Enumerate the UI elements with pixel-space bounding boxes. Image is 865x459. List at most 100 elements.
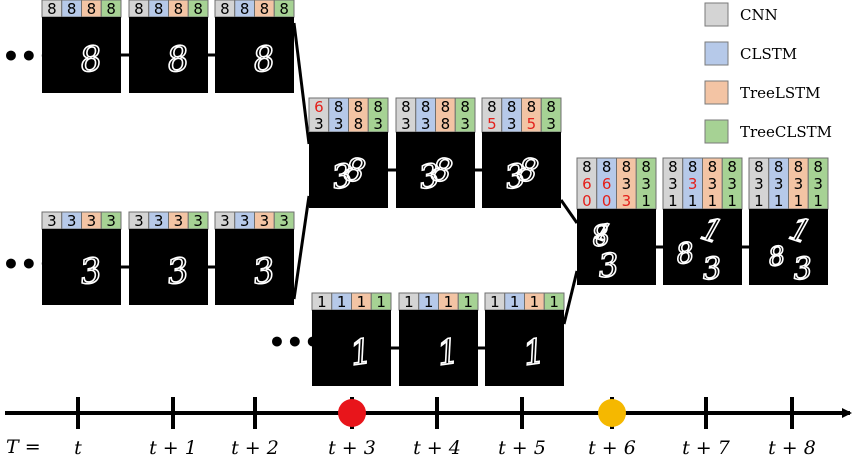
prediction-digit: 3 [373,115,383,133]
merge-r1-t2-m-t3 [292,22,311,145]
prediction-digit: 8 [441,115,451,133]
prediction-digit: 8 [460,98,470,116]
prediction-digit: 3 [154,212,164,230]
digit-image [663,209,742,285]
prediction-digit: 3 [87,212,97,230]
prediction-digit: 8 [67,0,77,18]
prediction-digit: 3 [220,212,230,230]
prediction-digit: 3 [106,212,116,230]
prediction-digit: 8 [260,0,270,18]
prediction-digit: 1 [357,293,367,311]
prediction-digit: 8 [220,0,230,18]
prediction-digit: 3 [668,175,678,193]
prediction-digit: 8 [47,0,57,18]
prediction-digit: 1 [754,192,764,210]
prediction-digit: 3 [279,212,289,230]
prediction-digit: 8 [334,98,344,116]
event-marker-event_yellow [598,399,626,427]
prediction-digit: 1 [444,293,454,311]
merge-one-t5-f-t6 [562,270,579,325]
prediction-digit: 1 [376,293,386,311]
prediction-digit: 3 [174,212,184,230]
prediction-digit: 8 [441,98,451,116]
digit-image [396,132,475,208]
prediction-digit: 8 [622,158,632,176]
prediction-digit: 3 [754,175,764,193]
prediction-digit: 3 [641,175,651,193]
prediction-digit: 1 [463,293,473,311]
prediction-digit: 8 [602,158,612,176]
ellipsis-row1: ••• [2,40,56,73]
tick-label: t + 1 [149,437,197,459]
ellipsis-row2: ••• [2,248,56,281]
prediction-digit: 8 [527,98,537,116]
prediction-digit: 8 [421,98,431,116]
digit-image [485,310,564,386]
prediction-digit: 3 [260,212,270,230]
prediction-digit: 1 [424,293,434,311]
prediction-digit: 3 [334,115,344,133]
prediction-digit: 3 [67,212,77,230]
prediction-digit: 0 [602,192,612,210]
prediction-digit: 8 [487,98,497,116]
prediction-digit: 8 [279,0,289,18]
prediction-digit: 8 [794,158,804,176]
tick-label: t + 7 [682,437,731,459]
prediction-digit: 1 [404,293,414,311]
prediction-digit: 8 [354,115,364,133]
prediction-digit: 8 [688,158,698,176]
prediction-digit: 6 [314,98,324,116]
prediction-digit: 1 [337,293,347,311]
prediction-digit: 1 [549,293,559,311]
digit-image [312,310,391,386]
legend-swatch-treeclstm [704,119,729,144]
digit-image [215,17,294,93]
digit-image [399,310,478,386]
timeline-events [338,399,626,427]
prediction-digit: 1 [708,192,718,210]
digit-image [129,17,208,93]
prediction-digit: 3 [421,115,431,133]
prediction-digit: 3 [314,115,324,133]
prediction-digit: 1 [530,293,540,311]
prediction-digit: 8 [240,0,250,18]
tick-label: t + 5 [498,437,546,459]
prediction-digit: 8 [401,98,411,116]
prediction-digit: 8 [813,158,823,176]
digit-image [749,209,828,285]
prediction-digit: 3 [47,212,57,230]
prediction-digit: 1 [688,192,698,210]
prediction-digit: 8 [193,0,203,18]
prediction-digit: 8 [507,98,517,116]
digit-image [42,17,121,93]
prediction-digit: 3 [622,175,632,193]
prediction-digit: 8 [727,158,737,176]
handwritten-digit: 3 [597,246,621,286]
prediction-digit: 8 [373,98,383,116]
prediction-digit: 8 [87,0,97,18]
tick-label: t + 6 [588,437,636,459]
prediction-digit: 3 [134,212,144,230]
prediction-digit: 8 [668,158,678,176]
prediction-digit: 6 [582,175,592,193]
digit-image [42,229,121,305]
prediction-digit: 8 [708,158,718,176]
merge-m-t5-f-t6 [559,199,579,224]
prediction-digit: 5 [527,115,537,133]
prediction-digit: 3 [240,212,250,230]
merge-r2-t2-m-t3 [292,195,311,300]
handwritten-digit: 8 [674,236,696,271]
prediction-digit: 1 [641,192,651,210]
